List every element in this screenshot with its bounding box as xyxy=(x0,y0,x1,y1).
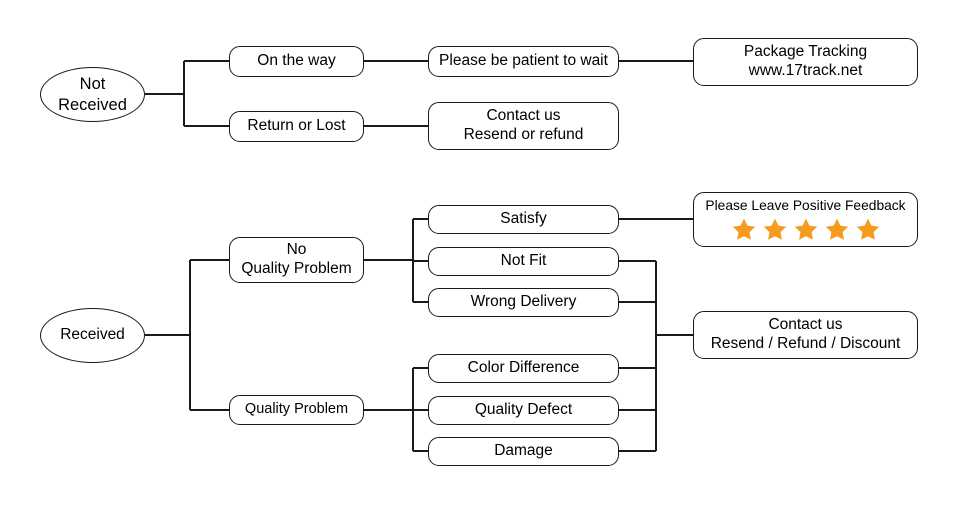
node-not-fit[interactable]: Not Fit xyxy=(428,247,619,276)
node-quality-problem-label: Quality Problem xyxy=(244,401,349,418)
node-no-quality-problem-line-2: Quality Problem xyxy=(241,260,352,277)
star-rating[interactable] xyxy=(732,217,880,241)
node-satisfy[interactable]: Satisfy xyxy=(428,205,619,234)
node-quality-problem[interactable]: Quality Problem xyxy=(229,395,364,425)
node-not-fit-label: Not Fit xyxy=(500,252,547,270)
node-contact-us-discount-line-2: Resend / Refund / Discount xyxy=(710,335,901,352)
star-icon[interactable] xyxy=(825,217,849,241)
node-contact-us-resend-refund-line-1: Contact us xyxy=(486,107,561,125)
node-package-tracking-url[interactable]: www.17track.net xyxy=(748,62,863,79)
node-color-difference[interactable]: Color Difference xyxy=(428,354,619,383)
node-not-received-line-2: Received xyxy=(58,95,127,114)
node-return-or-lost-label: Return or Lost xyxy=(247,117,346,135)
node-contact-us-resend-refund-line-2: Resend or refund xyxy=(463,126,584,143)
node-damage[interactable]: Damage xyxy=(428,437,619,466)
node-quality-defect[interactable]: Quality Defect xyxy=(428,396,619,425)
node-wrong-delivery-label: Wrong Delivery xyxy=(470,293,577,311)
node-wrong-delivery[interactable]: Wrong Delivery xyxy=(428,288,619,317)
node-quality-defect-label: Quality Defect xyxy=(474,401,573,419)
node-received-label: Received xyxy=(60,326,125,344)
feedback-content: Please Leave Positive Feedback xyxy=(694,198,917,241)
node-satisfy-label: Satisfy xyxy=(500,210,547,228)
node-positive-feedback-label: Please Leave Positive Feedback xyxy=(705,198,906,214)
node-damage-label: Damage xyxy=(494,442,553,460)
node-no-quality-problem[interactable]: No Quality Problem xyxy=(229,237,364,283)
node-package-tracking[interactable]: Package Tracking www.17track.net xyxy=(693,38,918,86)
node-please-be-patient[interactable]: Please be patient to wait xyxy=(428,46,619,77)
node-contact-us-resend-refund-discount[interactable]: Contact us Resend / Refund / Discount xyxy=(693,311,918,359)
node-not-received-line-1: Not xyxy=(79,75,106,94)
node-return-or-lost[interactable]: Return or Lost xyxy=(229,111,364,142)
star-icon[interactable] xyxy=(763,217,787,241)
node-received[interactable]: Received xyxy=(40,308,145,363)
node-positive-feedback[interactable]: Please Leave Positive Feedback xyxy=(693,192,918,247)
node-color-difference-label: Color Difference xyxy=(467,359,580,377)
node-package-tracking-title: Package Tracking xyxy=(743,43,868,61)
node-not-received[interactable]: Not Received xyxy=(40,67,145,122)
node-on-the-way-label: On the way xyxy=(257,52,336,70)
node-on-the-way[interactable]: On the way xyxy=(229,46,364,77)
node-no-quality-problem-line-1: No xyxy=(286,241,307,259)
star-icon[interactable] xyxy=(856,217,880,241)
node-please-be-patient-label: Please be patient to wait xyxy=(439,52,608,70)
node-contact-us-discount-line-1: Contact us xyxy=(768,316,843,334)
node-contact-us-resend-refund[interactable]: Contact us Resend or refund xyxy=(428,102,619,150)
star-icon[interactable] xyxy=(794,217,818,241)
star-icon[interactable] xyxy=(732,217,756,241)
